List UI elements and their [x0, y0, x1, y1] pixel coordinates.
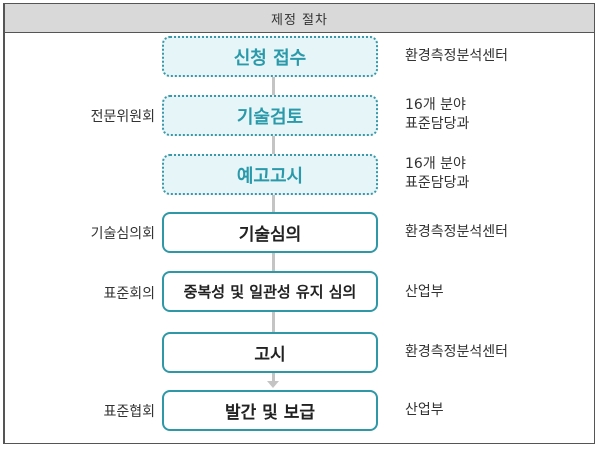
step-technical-deliberation: 기술심의	[162, 212, 378, 253]
right-label-line: 16개 분야	[405, 156, 466, 172]
step-label: 기술심의	[238, 225, 302, 245]
step-technical-review: 기술검토	[162, 95, 378, 136]
right-label-line: 표준담당과	[405, 175, 470, 191]
right-label-line: 환경측정분석센터	[405, 224, 509, 240]
step-notice: 고시	[162, 332, 378, 373]
right-label-step-6: 환경측정분석센터	[405, 343, 508, 362]
right-label-line: 환경측정분석센터	[405, 48, 509, 64]
right-label-step-1: 환경측정분석센터	[405, 47, 508, 66]
right-label-step-2: 16개 분야 표준담당과	[405, 96, 469, 134]
left-label-expert-committee: 전문위원회	[90, 109, 155, 125]
header-title: 제정 절차	[271, 12, 328, 28]
step-label: 기술검토	[236, 106, 304, 128]
left-label-standards-meeting: 표준회의	[103, 286, 155, 302]
right-label-step-7: 산업부	[405, 401, 444, 420]
step-label: 발간 및 보급	[224, 403, 316, 423]
step-preliminary-notice: 예고고시	[162, 154, 378, 195]
arrow-down-icon	[267, 381, 279, 388]
right-label-line: 16개 분야	[405, 97, 466, 113]
connector-2-3	[272, 136, 275, 154]
step-label: 신청 접수	[233, 47, 307, 69]
right-label-step-3: 16개 분야 표준담당과	[405, 155, 469, 193]
right-label-line: 산업부	[405, 402, 444, 418]
step-label: 중복성 및 일관성 유지 심의	[183, 283, 357, 301]
left-label-technical-council: 기술심의회	[90, 226, 155, 242]
right-label-step-4: 환경측정분석센터	[405, 223, 508, 242]
connector-4-5	[272, 253, 275, 271]
step-consistency-review: 중복성 및 일관성 유지 심의	[162, 271, 378, 312]
step-label: 예고고시	[236, 165, 304, 187]
right-label-line: 환경측정분석센터	[405, 344, 509, 360]
connector-6-7	[272, 373, 275, 382]
header-bar: 제정 절차	[5, 4, 594, 33]
step-publication-distribution: 발간 및 보급	[162, 390, 378, 431]
step-label: 고시	[254, 345, 286, 365]
right-label-step-5: 산업부	[405, 283, 444, 302]
left-label-standards-association: 표준협회	[103, 404, 155, 420]
step-application-receipt: 신청 접수	[162, 36, 378, 77]
connector-1-2	[272, 77, 275, 95]
right-label-line: 산업부	[405, 284, 444, 300]
right-label-line: 표준담당과	[405, 116, 470, 132]
connector-3-4	[272, 195, 275, 213]
connector-5-6	[272, 312, 275, 332]
